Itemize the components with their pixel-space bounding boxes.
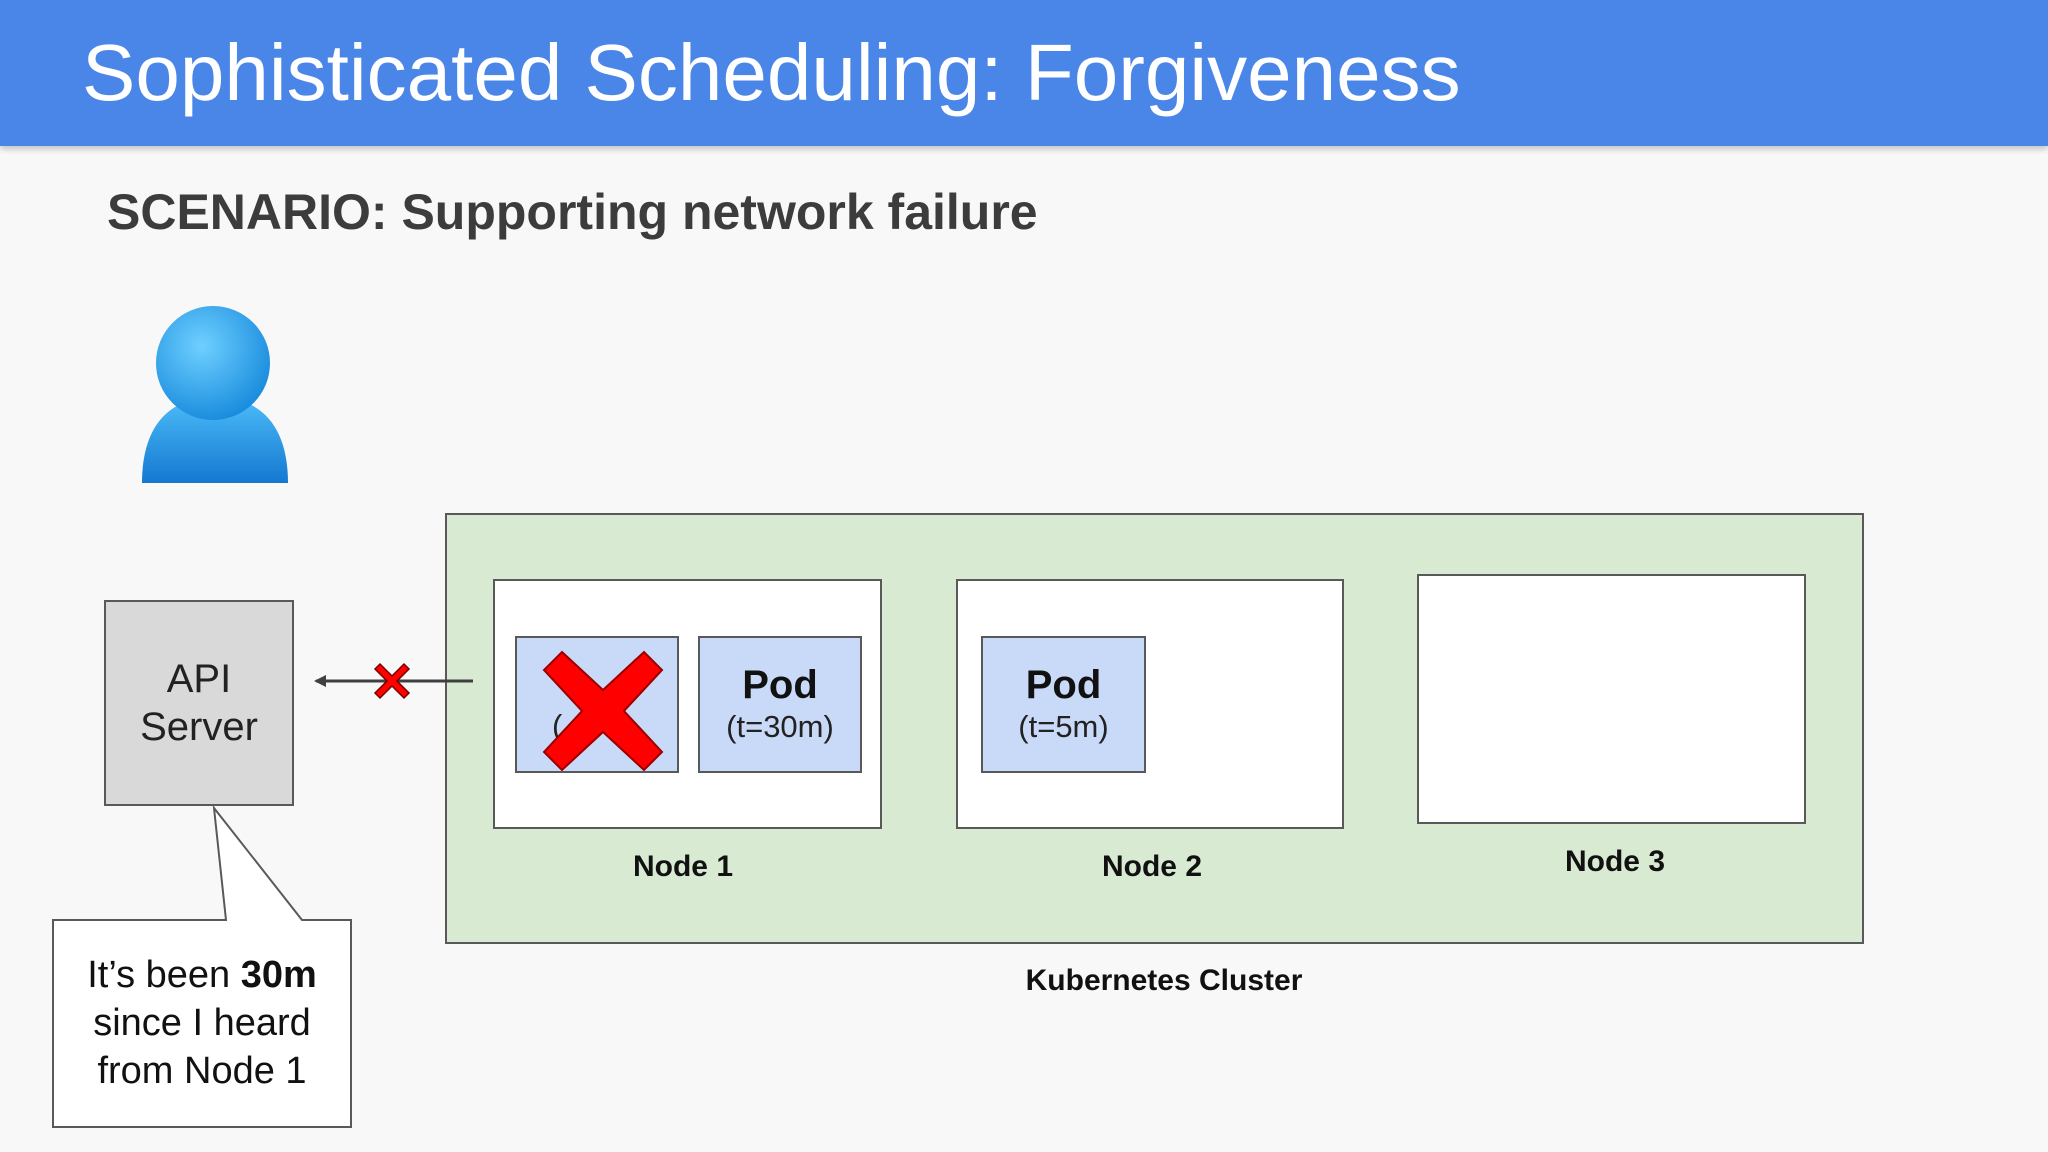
broken-link-icon — [373, 662, 411, 700]
callout-line1: It’s been 30m — [87, 951, 317, 999]
callout-text: It’s been 30m since I heard from Node 1 — [54, 920, 350, 1126]
pod-toleration: (t=30m) — [726, 708, 834, 744]
pod-toleration: (t=5m) — [1018, 708, 1109, 744]
failed-pod-fragment: ( — [552, 708, 563, 743]
node-3 — [1417, 574, 1806, 824]
pod-node2: Pod (t=5m) — [981, 636, 1146, 773]
cluster-label: Kubernetes Cluster — [1025, 964, 1303, 997]
callout-line2: since I heard — [93, 1002, 311, 1044]
node-3-label: Node 3 — [1564, 845, 1666, 878]
api-server-label-line1: API — [166, 657, 232, 701]
node-1-label: Node 1 — [632, 850, 734, 883]
pod-node1: Pod (t=30m) — [698, 636, 862, 773]
api-server-box: API Server — [104, 600, 294, 806]
title-bar: Sophisticated Scheduling: Forgiveness — [0, 0, 2048, 146]
callout-line1-text: It’s been — [87, 954, 241, 996]
callout-line3: from Node 1 — [97, 1050, 307, 1092]
user-icon — [142, 306, 288, 483]
pod-title: Pod — [1025, 662, 1102, 707]
api-server-label-line2: Server — [140, 705, 258, 749]
cross-fail-icon — [542, 650, 664, 772]
scenario-heading: SCENARIO: Supporting network failure — [107, 184, 1038, 240]
callout-duration: 30m — [240, 954, 317, 996]
slide-title: Sophisticated Scheduling: Forgiveness — [82, 28, 1461, 117]
pod-title: Pod — [742, 662, 818, 707]
node-2-label: Node 2 — [1101, 850, 1203, 883]
